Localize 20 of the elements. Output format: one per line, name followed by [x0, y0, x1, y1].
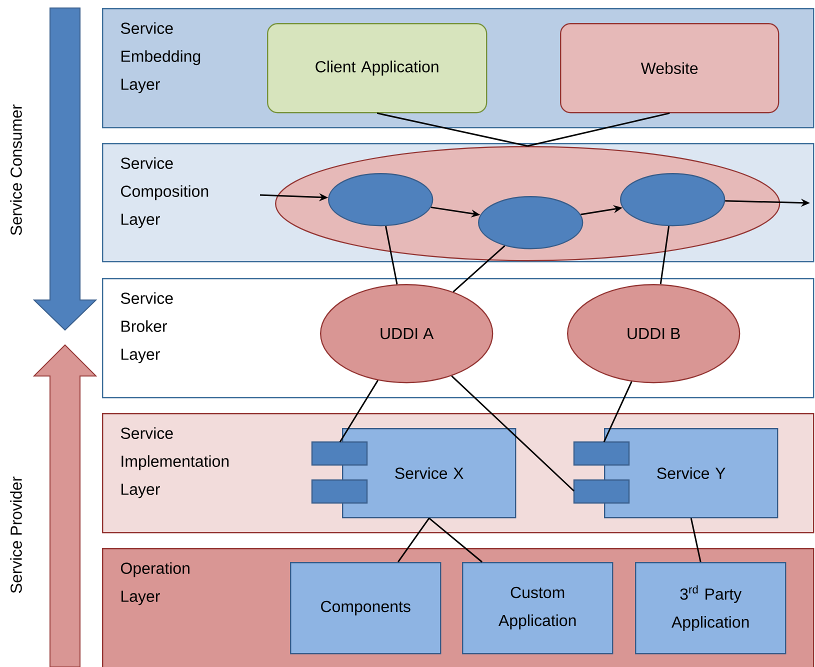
side-label: Service Provider — [10, 476, 22, 593]
connector-line — [451, 375, 575, 492]
application-box: Custom Application — [462, 562, 614, 654]
service-ellipse — [478, 196, 584, 250]
connector-line — [428, 518, 483, 563]
website-box: Website — [560, 23, 780, 114]
connector-line — [660, 226, 670, 284]
side-label: Service Consumer — [10, 104, 22, 236]
connector-line — [339, 380, 378, 442]
connector-line — [385, 226, 398, 284]
application-box: Components — [290, 562, 442, 654]
connector-line — [452, 245, 506, 292]
connector-line — [603, 381, 632, 442]
service-ellipse — [620, 173, 726, 226]
connector-line — [398, 518, 430, 562]
component-box: Service X — [311, 428, 516, 518]
component-box: Service Y — [573, 428, 778, 518]
application-box: Client Application — [267, 23, 488, 114]
application-box: 3$^{rd}$ Party Application — [635, 562, 786, 654]
service-ellipse — [328, 173, 434, 226]
